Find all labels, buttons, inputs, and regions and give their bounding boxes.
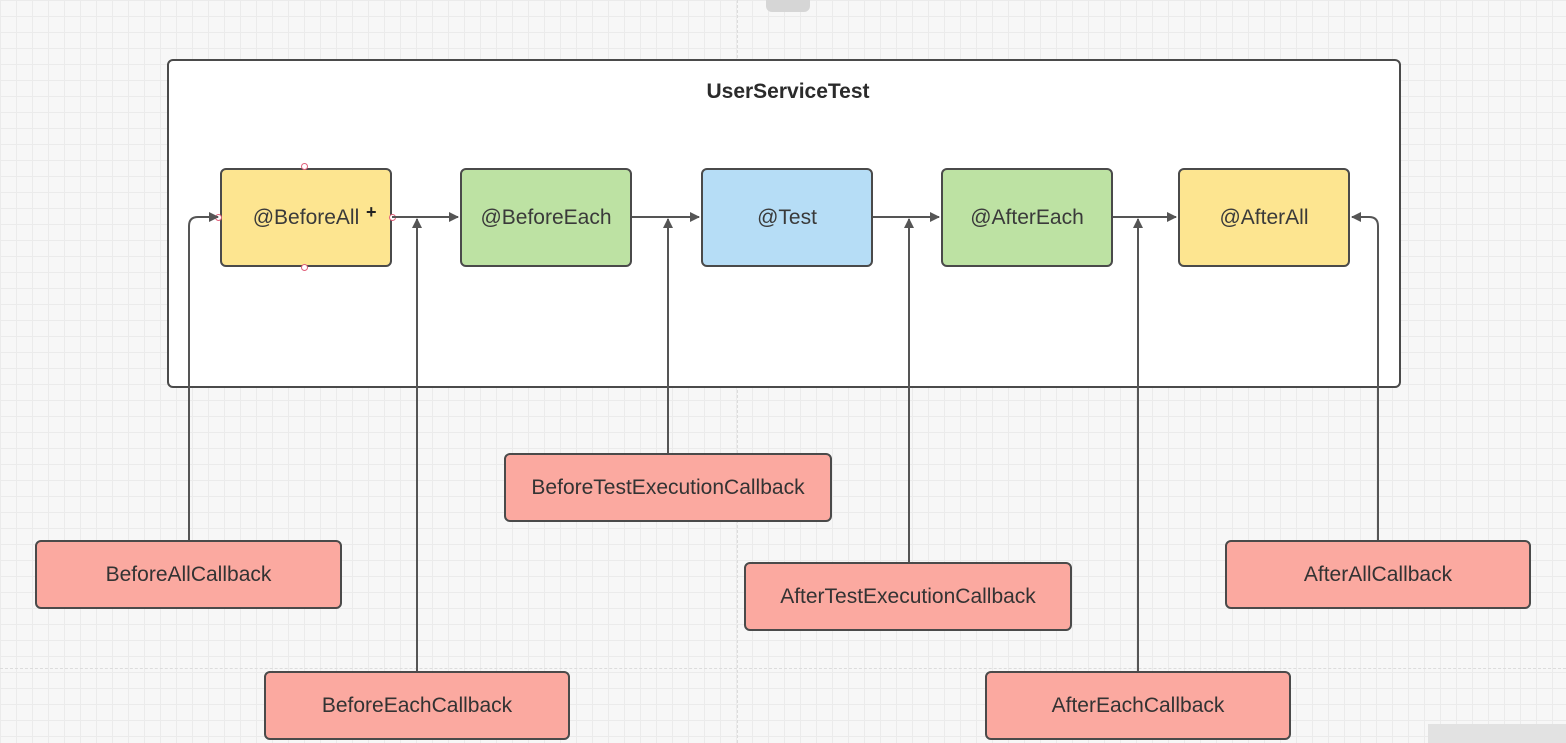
before-all-label: @BeforeAll bbox=[252, 205, 360, 229]
arrow-after-all-callback bbox=[1351, 212, 1379, 540]
after-each-node[interactable]: @AfterEach bbox=[941, 168, 1113, 267]
after-all-node[interactable]: @AfterAll bbox=[1178, 168, 1350, 267]
container-title: UserServiceTest bbox=[706, 80, 870, 103]
test-node[interactable]: @Test bbox=[701, 168, 873, 267]
after-all-callback-label: AfterAllCallback bbox=[1303, 562, 1453, 586]
canvas-corner-panel bbox=[1428, 724, 1566, 743]
after-each-callback-node[interactable]: AfterEachCallback bbox=[985, 671, 1291, 740]
after-all-label: @AfterAll bbox=[1219, 205, 1309, 229]
after-test-execution-callback-label: AfterTestExecutionCallback bbox=[780, 584, 1036, 608]
after-each-callback-label: AfterEachCallback bbox=[1051, 693, 1225, 717]
before-all-callback-label: BeforeAllCallback bbox=[105, 562, 272, 586]
before-each-callback-label: BeforeEachCallback bbox=[321, 693, 513, 717]
canvas-guide-horizontal bbox=[0, 668, 1566, 669]
before-each-callback-node[interactable]: BeforeEachCallback bbox=[264, 671, 570, 740]
resize-handle-top[interactable] bbox=[301, 163, 308, 170]
before-all-callback-node[interactable]: BeforeAllCallback bbox=[35, 540, 342, 609]
before-test-execution-callback-label: BeforeTestExecutionCallback bbox=[531, 475, 805, 499]
arrow-before-all-callback bbox=[188, 212, 219, 540]
canvas-top-tab[interactable] bbox=[766, 0, 810, 12]
test-label: @Test bbox=[757, 205, 817, 229]
before-each-node[interactable]: @BeforeEach bbox=[460, 168, 632, 267]
before-each-label: @BeforeEach bbox=[480, 205, 612, 229]
after-test-execution-callback-node[interactable]: AfterTestExecutionCallback bbox=[744, 562, 1072, 631]
resize-handle-bottom[interactable] bbox=[301, 264, 308, 271]
after-all-callback-node[interactable]: AfterAllCallback bbox=[1225, 540, 1531, 609]
after-each-label: @AfterEach bbox=[970, 205, 1084, 229]
move-cursor-icon: + bbox=[366, 202, 377, 222]
before-test-execution-callback-node[interactable]: BeforeTestExecutionCallback bbox=[504, 453, 832, 522]
